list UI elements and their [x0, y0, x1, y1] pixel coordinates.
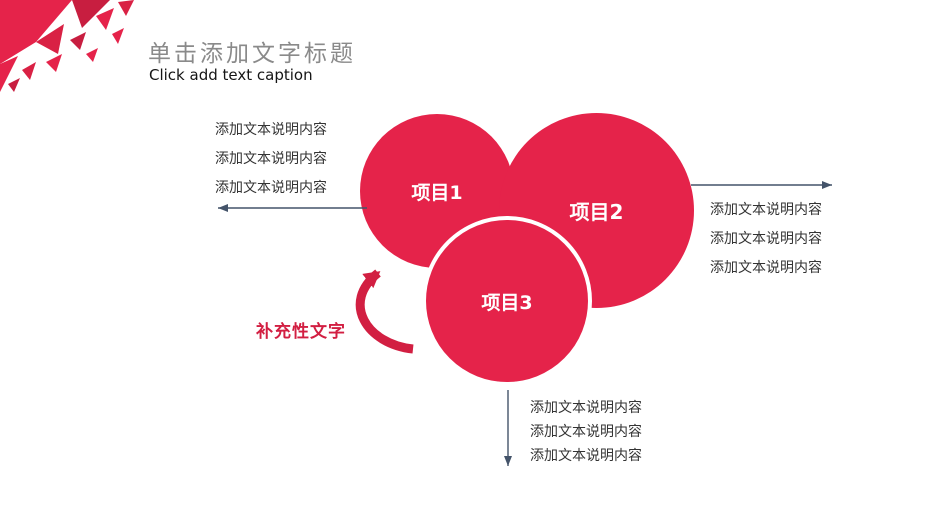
left-note-line: 添加文本说明内容: [215, 180, 327, 196]
circle-project-1-label: 项目1: [411, 181, 463, 204]
left-note-line: 添加文本说明内容: [215, 122, 327, 138]
right-note-line: 添加文本说明内容: [710, 231, 822, 247]
right-note-line: 添加文本说明内容: [710, 202, 822, 218]
left-note-line: 添加文本说明内容: [215, 151, 327, 167]
right-note-line: 添加文本说明内容: [710, 260, 822, 276]
page-title: 单击添加文字标题: [148, 41, 356, 67]
bottom-note-line: 添加文本说明内容: [530, 400, 642, 416]
bottom-note-line: 添加文本说明内容: [530, 424, 642, 440]
circle-project-3-label: 项目3: [481, 291, 533, 314]
page-subtitle: Click add text caption: [149, 66, 313, 84]
bottom-note: 添加文本说明内容 添加文本说明内容 添加文本说明内容: [530, 396, 642, 468]
curved-red-arrow: [355, 269, 414, 354]
corner-polygon-decoration-icon: [0, 0, 134, 92]
right-note: 添加文本说明内容 添加文本说明内容 添加文本说明内容: [710, 196, 822, 283]
supplement-label: 补充性文字: [256, 322, 346, 342]
bottom-note-line: 添加文本说明内容: [530, 448, 642, 464]
circle-project-2-label: 项目2: [569, 200, 624, 224]
left-note: 添加文本说明内容 添加文本说明内容 添加文本说明内容: [215, 116, 327, 203]
circle-project-3: 项目3: [422, 216, 592, 386]
